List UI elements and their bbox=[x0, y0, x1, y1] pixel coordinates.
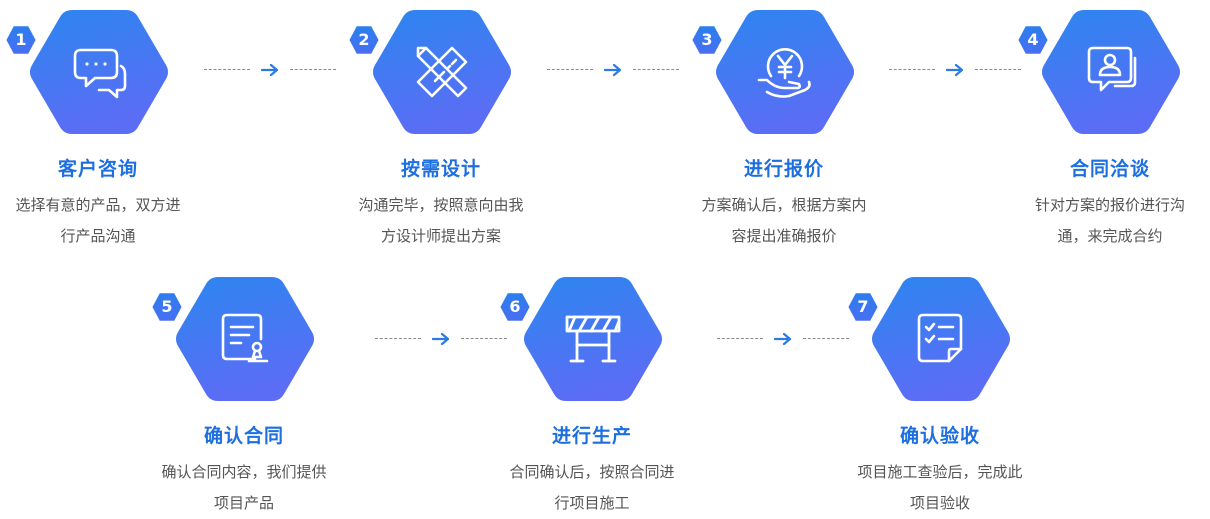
step-title: 确认验收 bbox=[899, 425, 980, 447]
step-number: 4 bbox=[1027, 30, 1039, 49]
arrow-right-icon bbox=[261, 63, 279, 77]
person-chat-icon bbox=[1087, 46, 1137, 92]
step-number: 6 bbox=[509, 297, 521, 316]
step-number: 7 bbox=[857, 297, 869, 316]
step-number-badge: 6 bbox=[498, 291, 532, 323]
step-description: 沟通完毕，按照意向由我 方设计师提出方案 bbox=[321, 190, 561, 252]
arrow-right-icon bbox=[432, 332, 450, 346]
flow-arrow bbox=[204, 63, 336, 77]
step-hexagon: 2 bbox=[347, 6, 515, 138]
step-number-badge: 3 bbox=[690, 24, 724, 56]
step-title: 进行报价 bbox=[743, 158, 824, 180]
step-description: 合同确认后，按照合同进 行项目施工 bbox=[472, 457, 712, 519]
flow-arrow bbox=[889, 63, 1021, 77]
step-description-line: 项目施工查验后，完成此 bbox=[857, 463, 1023, 481]
step-number: 5 bbox=[161, 297, 173, 316]
step-description-line: 确认合同内容，我们提供 bbox=[161, 463, 327, 481]
step-description: 项目施工查验后，完成此 项目验收 bbox=[820, 457, 1060, 519]
step-description-line: 方案确认后，根据方案内 bbox=[701, 196, 867, 214]
step-hexagon: 5 bbox=[150, 273, 318, 405]
step-description-line: 沟通完毕，按照意向由我 bbox=[358, 196, 524, 214]
step-number: 3 bbox=[701, 30, 713, 49]
step-hexagon: 7 bbox=[846, 273, 1014, 405]
step-title: 确认合同 bbox=[203, 425, 284, 447]
step-description-line: 通，来完成合约 bbox=[1057, 227, 1163, 245]
step-description-line: 项目验收 bbox=[909, 494, 970, 512]
step-number: 2 bbox=[358, 30, 370, 49]
arrow-right-icon bbox=[774, 332, 792, 346]
step-hexagon: 6 bbox=[498, 273, 666, 405]
contract-stamp-icon bbox=[221, 313, 269, 363]
step-description: 针对方案的报价进行沟 通，来完成合约 bbox=[990, 190, 1210, 252]
step-title: 合同洽谈 bbox=[1069, 158, 1150, 180]
step-number-badge: 2 bbox=[347, 24, 381, 56]
flow-arrow bbox=[547, 63, 679, 77]
step-number-badge: 5 bbox=[150, 291, 184, 323]
step-description-line: 容提出准确报价 bbox=[731, 227, 837, 245]
step-description-line: 行产品沟通 bbox=[60, 227, 136, 245]
step-number: 1 bbox=[15, 30, 27, 49]
step-number-badge: 1 bbox=[4, 24, 38, 56]
step-description-line: 针对方案的报价进行沟 bbox=[1034, 196, 1185, 214]
step-number-badge: 4 bbox=[1016, 24, 1050, 56]
step-description: 方案确认后，根据方案内 容提出准确报价 bbox=[664, 190, 904, 252]
step-hexagon: 3 bbox=[690, 6, 858, 138]
step-description-line: 行项目施工 bbox=[554, 494, 630, 512]
step-hexagon: 1 bbox=[4, 6, 172, 138]
step-description: 选择有意的产品，双方进 行产品沟通 bbox=[0, 190, 218, 252]
arrow-right-icon bbox=[604, 63, 622, 77]
flow-arrow bbox=[375, 332, 507, 346]
chat-bubbles-icon bbox=[73, 48, 127, 99]
barrier-icon bbox=[565, 315, 621, 363]
yen-hand-icon bbox=[757, 48, 811, 98]
step-description-line: 合同确认后，按照合同进 bbox=[509, 463, 675, 481]
step-title: 进行生产 bbox=[551, 425, 632, 447]
step-title: 按需设计 bbox=[400, 158, 481, 180]
pencil-ruler-icon bbox=[416, 46, 468, 98]
step-number-badge: 7 bbox=[846, 291, 880, 323]
step-description-line: 项目产品 bbox=[213, 494, 274, 512]
step-description: 确认合同内容，我们提供 项目产品 bbox=[124, 457, 364, 519]
step-description-line: 选择有意的产品，双方进 bbox=[15, 196, 181, 214]
step-hexagon: 4 bbox=[1016, 6, 1184, 138]
flow-arrow bbox=[717, 332, 849, 346]
arrow-right-icon bbox=[946, 63, 964, 77]
step-title: 客户咨询 bbox=[57, 158, 138, 180]
checklist-icon bbox=[917, 313, 963, 363]
step-description-line: 方设计师提出方案 bbox=[380, 227, 501, 245]
